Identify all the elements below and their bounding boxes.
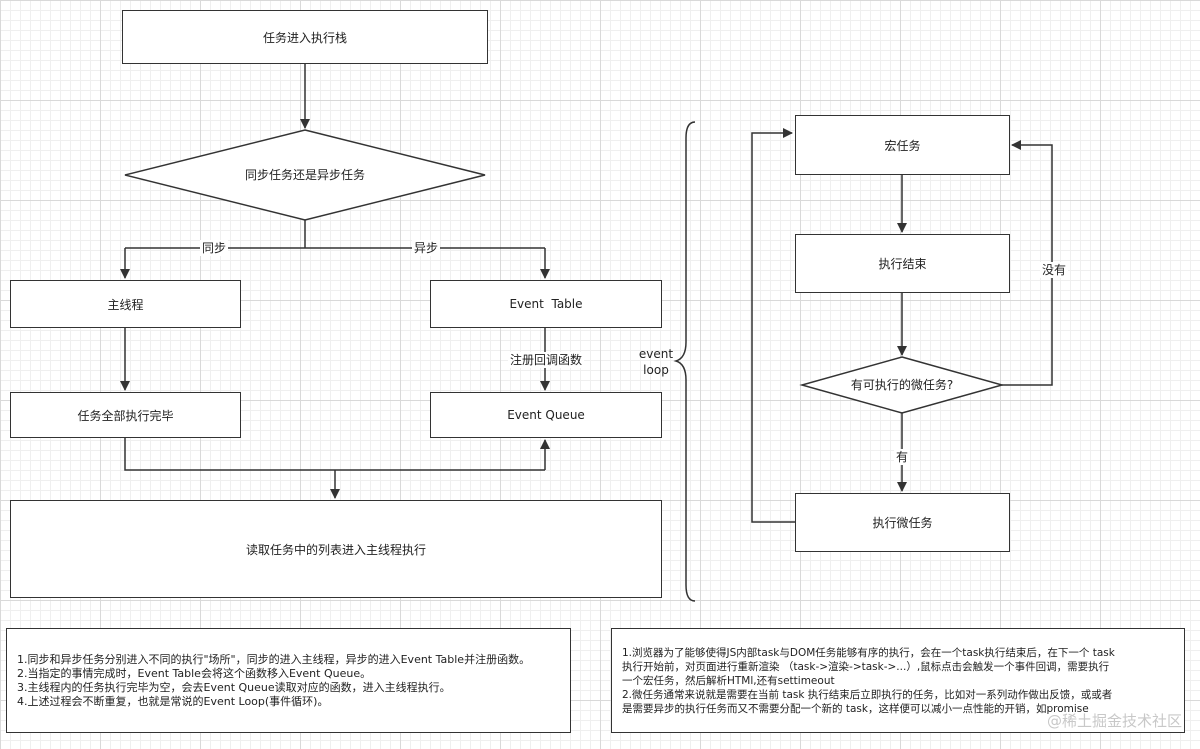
- event-table-box: Event Table: [430, 280, 662, 328]
- async-label: 异步: [412, 240, 441, 256]
- decision-label: 同步任务还是异步任务: [244, 168, 365, 182]
- main-thread-box: 主线程: [10, 280, 241, 328]
- left-note-line: 4.上述过程会不断重复，也就是常说的Event Loop(事件循环)。: [17, 694, 329, 708]
- finished-box: 执行结束: [795, 234, 1010, 293]
- left-note-line: 3.主线程内的任务执行完毕为空，会去Event Queue读取对应的函数，进入主…: [17, 680, 451, 694]
- left-note: 1.同步和异步任务分别进入不同的执行"场所"，同步的进入主线程，异步的进入Eve…: [6, 628, 571, 733]
- event-queue-box: Event Queue: [430, 392, 662, 438]
- event-loop-label-1: event: [638, 347, 674, 361]
- left-note-line: 2.当指定的事情完成时，Event Table会将这个函数移入Event Que…: [17, 666, 372, 680]
- merge-line: [124, 438, 545, 471]
- read-queue-box: 读取任务中的列表进入主线程执行: [10, 500, 662, 598]
- yes-label: 有: [894, 449, 911, 465]
- split-line: [125, 220, 545, 249]
- event-loop-brace: [673, 121, 696, 602]
- stack-box: 任务进入执行栈: [122, 10, 488, 64]
- right-note: 1.浏览器为了能够使得JS内部task与DOM任务能够有序的执行，会在一个tas…: [611, 628, 1185, 733]
- watermark: @稀土掘金技术社区: [1046, 712, 1182, 730]
- left-note-line: 1.同步和异步任务分别进入不同的执行"场所"，同步的进入主线程，异步的进入Eve…: [17, 652, 531, 666]
- right-note-line: 1.浏览器为了能够使得JS内部task与DOM任务能够有序的执行，会在一个tas…: [622, 646, 1115, 659]
- loop-back-path: [751, 128, 795, 523]
- run-micro-box: 执行微任务: [795, 493, 1010, 552]
- macro-task-box: 宏任务: [795, 115, 1010, 175]
- sync-label: 同步: [200, 240, 229, 256]
- micro-decision-label: 有可执行的微任务?: [850, 378, 954, 392]
- event-loop-label-2: loop: [643, 363, 669, 377]
- right-note-line: 2.微任务通常来说就是需要在当前 task 执行结束后立即执行的任务，比如对一系…: [622, 688, 1113, 701]
- register-label: 注册回调函数: [508, 352, 585, 368]
- right-note-line: 是需要异步的执行任务而又不需要分配一个新的 task，这样便可以减小一点性能的开…: [622, 702, 1089, 715]
- right-note-line: 一个宏任务，然后解析HTMl,还有settimeout: [622, 674, 835, 687]
- tasks-done-box: 任务全部执行完毕: [10, 392, 241, 438]
- right-note-line: 执行开始前，对页面进行重新渲染 （task->渲染->task->...）,鼠标…: [622, 660, 1110, 673]
- no-label: 没有: [1040, 262, 1069, 278]
